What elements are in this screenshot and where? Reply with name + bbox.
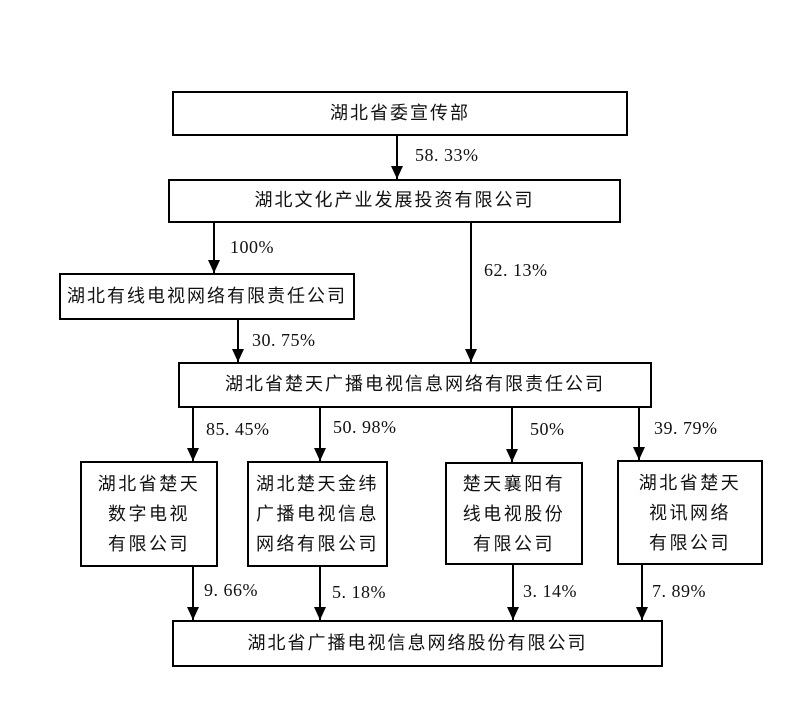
node-propaganda-dept-label: 湖北省委宣传部 (330, 102, 470, 123)
edge-shixun-to-listed-label: 7. 89% (650, 581, 708, 602)
node-xiangyang-line1: 楚天襄阳有 (462, 473, 566, 494)
edge-investment-to-cable-arrow-icon (208, 260, 220, 273)
edge-digital-to-listed-line (192, 567, 194, 620)
edge-xiangyang-to-listed-line (512, 565, 514, 620)
node-chutian-network-label: 湖北省楚天广播电视信息网络有限责任公司 (225, 374, 605, 395)
edge-investment-to-chutian-label: 62. 13% (482, 260, 550, 281)
edge-chutian-to-xiangyang-line (511, 407, 513, 462)
node-shixun-line1: 湖北省楚天 (638, 472, 742, 493)
edge-digital-to-listed-arrow-icon (187, 607, 199, 620)
node-shixun: 湖北省楚天 视讯网络 有限公司 (617, 460, 763, 565)
node-listed-company: 湖北省广播电视信息网络股份有限公司 (172, 620, 663, 667)
node-digital-tv-line1: 湖北省楚天 (97, 474, 201, 494)
edge-chutian-to-jinwei-line (319, 407, 321, 461)
edge-dept-to-investment-arrow-icon (391, 166, 403, 179)
node-jinwei-line1: 湖北楚天金纬 (256, 474, 379, 494)
edge-xiangyang-to-listed-label: 3. 14% (521, 581, 579, 602)
edge-shixun-to-listed-line (641, 565, 643, 620)
node-chutian-network: 湖北省楚天广播电视信息网络有限责任公司 (178, 362, 652, 408)
node-shixun-line2: 视讯网络 (649, 502, 731, 523)
edge-cable-to-chutian-line (237, 320, 239, 362)
node-jinwei-line2: 广播电视信息 (256, 504, 379, 524)
node-xiangyang-line2: 线电视股份 (462, 503, 566, 524)
edge-jinwei-to-listed-arrow-icon (314, 607, 326, 620)
edge-cable-to-chutian-arrow-icon (232, 349, 244, 362)
node-xiangyang-line3: 有限公司 (473, 533, 555, 554)
edge-xiangyang-to-listed-arrow-icon (507, 607, 519, 620)
node-cable-network-label: 湖北有线电视网络有限责任公司 (67, 285, 347, 306)
edge-chutian-to-digital-arrow-icon (187, 448, 199, 461)
node-culture-investment: 湖北文化产业发展投资有限公司 (168, 179, 621, 223)
edge-chutian-to-shixun-arrow-icon (633, 447, 645, 460)
edge-digital-to-listed-label: 9. 66% (202, 580, 260, 601)
node-digital-tv: 湖北省楚天 数字电视 有限公司 (80, 461, 218, 567)
node-digital-tv-line3: 有限公司 (108, 534, 190, 554)
edge-investment-to-chutian-line (470, 222, 472, 362)
edge-chutian-to-jinwei-label: 50. 98% (331, 417, 399, 438)
edge-shixun-to-listed-arrow-icon (636, 607, 648, 620)
edge-chutian-to-xiangyang-label: 50% (528, 419, 567, 440)
node-shixun-line3: 有限公司 (649, 532, 731, 553)
edge-investment-to-cable-line (213, 222, 215, 273)
edge-chutian-to-xiangyang-arrow-icon (506, 449, 518, 462)
edge-dept-to-investment-line (396, 136, 398, 179)
edge-chutian-to-shixun-line (638, 407, 640, 460)
edge-dept-to-investment-label: 58. 33% (413, 145, 481, 166)
node-propaganda-dept: 湖北省委宣传部 (172, 91, 628, 136)
node-listed-company-label: 湖北省广播电视信息网络股份有限公司 (247, 632, 588, 653)
edge-investment-to-cable-label: 100% (228, 237, 276, 258)
edge-jinwei-to-listed-line (319, 567, 321, 620)
edge-cable-to-chutian-label: 30. 75% (250, 330, 318, 351)
node-jinwei: 湖北楚天金纬 广播电视信息 网络有限公司 (247, 461, 388, 567)
edge-chutian-to-shixun-label: 39. 79% (652, 418, 720, 439)
node-jinwei-line3: 网络有限公司 (256, 534, 379, 554)
node-cable-network: 湖北有线电视网络有限责任公司 (59, 273, 355, 320)
node-digital-tv-line2: 数字电视 (108, 504, 190, 524)
node-xiangyang: 楚天襄阳有 线电视股份 有限公司 (445, 462, 583, 565)
edge-chutian-to-jinwei-arrow-icon (314, 448, 326, 461)
edge-chutian-to-digital-label: 85. 45% (204, 419, 272, 440)
edge-chutian-to-digital-line (192, 407, 194, 461)
node-culture-investment-label: 湖北文化产业发展投资有限公司 (254, 190, 535, 211)
edge-jinwei-to-listed-label: 5. 18% (330, 582, 388, 603)
edge-investment-to-chutian-arrow-icon (465, 349, 477, 362)
